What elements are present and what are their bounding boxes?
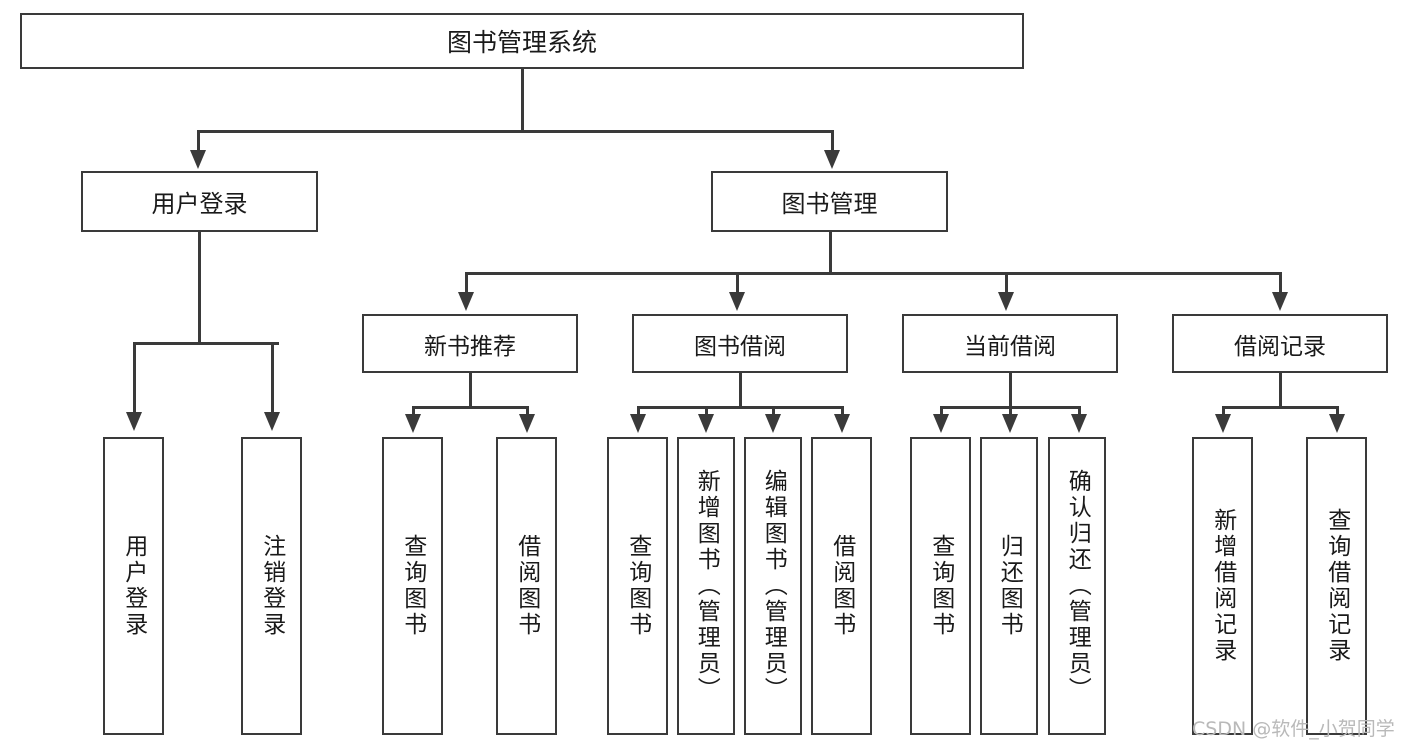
arrowhead-new-book-leaf-2 (519, 414, 535, 433)
arrowhead-to-current-borrow (998, 292, 1014, 311)
connector-current-borrow-leaf-1 (940, 406, 943, 416)
arrowhead-current-borrow-leaf-1 (933, 414, 949, 433)
leaf-borrow-record-query-record[interactable]: 查询借阅记录 (1306, 437, 1367, 735)
leaf-current-borrow-return-book-label: 归还图书 (996, 534, 1023, 638)
node-book-management-label: 图书管理 (781, 190, 878, 218)
connector-book-borrow-leaf-2 (705, 406, 708, 416)
leaf-book-borrow-edit-book-label: 编辑图书（管理员） (760, 469, 787, 703)
connector-root-to-user-login (197, 130, 200, 154)
connector-book-borrow-bus (637, 406, 843, 409)
leaf-borrow-record-query-record-label: 查询借阅记录 (1323, 508, 1350, 664)
connector-book-borrow-leaf-1 (637, 406, 640, 416)
connector-book-borrow-stem (739, 373, 742, 409)
leaf-book-borrow-edit-book[interactable]: 编辑图书（管理员） (744, 437, 802, 735)
connector-borrow-record-stem (1279, 373, 1282, 409)
leaf-user-login-login[interactable]: 用户登录 (103, 437, 164, 735)
connector-book-manage-bus (465, 272, 1281, 275)
connector-current-borrow-leaf-2 (1009, 406, 1012, 416)
connector-borrow-record-leaf-1 (1222, 406, 1225, 416)
connector-user-login-leaf-1 (133, 342, 136, 414)
connector-to-new-book (465, 272, 468, 296)
leaf-book-borrow-borrow-book[interactable]: 借阅图书 (811, 437, 872, 735)
node-book-management[interactable]: 图书管理 (711, 171, 948, 232)
connector-current-borrow-stem (1009, 373, 1012, 409)
connector-current-borrow-leaf-3 (1078, 406, 1081, 416)
arrowhead-book-borrow-leaf-4 (834, 414, 850, 433)
node-root-system-label: 图书管理系统 (446, 28, 597, 57)
connector-root-stem (521, 69, 524, 131)
arrowhead-to-borrow-record (1272, 292, 1288, 311)
leaf-current-borrow-confirm-return-label: 确认归还（管理员） (1064, 469, 1091, 703)
connector-to-borrow-record (1279, 272, 1282, 296)
connector-borrow-record-leaf-2 (1336, 406, 1339, 416)
leaf-new-book-query-book-label: 查询图书 (399, 534, 426, 638)
connector-user-login-bus (133, 342, 279, 345)
connector-user-login-stem (198, 232, 201, 344)
arrowhead-to-book-borrow (729, 292, 745, 311)
connector-root-to-book-manage (831, 130, 834, 154)
node-current-borrow-label: 当前借阅 (964, 333, 1056, 360)
arrowhead-new-book-leaf-1 (405, 414, 421, 433)
leaf-user-login-login-label: 用户登录 (120, 534, 147, 638)
arrowhead-book-borrow-leaf-2 (698, 414, 714, 433)
arrowhead-book-borrow-leaf-3 (765, 414, 781, 433)
leaf-borrow-record-add-record-label: 新增借阅记录 (1209, 508, 1236, 664)
node-book-borrow[interactable]: 图书借阅 (632, 314, 848, 373)
node-borrow-record[interactable]: 借阅记录 (1172, 314, 1388, 373)
arrowhead-to-user-login (190, 150, 206, 169)
leaf-current-borrow-query-book-label: 查询图书 (927, 534, 954, 638)
node-user-login[interactable]: 用户登录 (81, 171, 318, 232)
node-user-login-label: 用户登录 (151, 190, 248, 218)
node-new-book-recommend[interactable]: 新书推荐 (362, 314, 578, 373)
leaf-new-book-query-book[interactable]: 查询图书 (382, 437, 443, 735)
connector-user-login-leaf-2 (271, 342, 274, 414)
connector-borrow-record-bus (1222, 406, 1338, 409)
arrowhead-to-new-book (458, 292, 474, 311)
leaf-current-borrow-return-book[interactable]: 归还图书 (980, 437, 1038, 735)
leaf-book-borrow-borrow-book-label: 借阅图书 (828, 534, 855, 638)
connector-to-current-borrow (1005, 272, 1008, 296)
connector-book-borrow-leaf-4 (841, 406, 844, 416)
connector-new-book-leaf-2 (526, 406, 529, 416)
arrowhead-book-borrow-leaf-1 (630, 414, 646, 433)
connector-new-book-bus (412, 406, 528, 409)
leaf-book-borrow-query-book[interactable]: 查询图书 (607, 437, 668, 735)
leaf-borrow-record-add-record[interactable]: 新增借阅记录 (1192, 437, 1253, 735)
arrowhead-borrow-record-leaf-1 (1215, 414, 1231, 433)
leaf-new-book-borrow-book[interactable]: 借阅图书 (496, 437, 557, 735)
leaf-user-login-logout[interactable]: 注销登录 (241, 437, 302, 735)
connector-book-manage-stem (829, 232, 832, 274)
leaf-current-borrow-confirm-return[interactable]: 确认归还（管理员） (1048, 437, 1106, 735)
arrowhead-borrow-record-leaf-2 (1329, 414, 1345, 433)
arrowhead-to-book-manage (824, 150, 840, 169)
leaf-new-book-borrow-book-label: 借阅图书 (513, 534, 540, 638)
node-new-book-recommend-label: 新书推荐 (424, 333, 516, 360)
arrowhead-current-borrow-leaf-2 (1002, 414, 1018, 433)
arrowhead-user-login-leaf-1 (126, 412, 142, 431)
arrowhead-current-borrow-leaf-3 (1071, 414, 1087, 433)
leaf-book-borrow-add-book-label: 新增图书（管理员） (693, 469, 720, 703)
node-borrow-record-label: 借阅记录 (1234, 333, 1326, 360)
arrowhead-user-login-leaf-2 (264, 412, 280, 431)
leaf-book-borrow-add-book[interactable]: 新增图书（管理员） (677, 437, 735, 735)
leaf-current-borrow-query-book[interactable]: 查询图书 (910, 437, 971, 735)
leaf-user-login-logout-label: 注销登录 (258, 534, 285, 638)
node-book-borrow-label: 图书借阅 (694, 333, 786, 360)
connector-new-book-stem (469, 373, 472, 409)
node-root-system[interactable]: 图书管理系统 (20, 13, 1024, 69)
connector-book-borrow-leaf-3 (772, 406, 775, 416)
leaf-book-borrow-query-book-label: 查询图书 (624, 534, 651, 638)
connector-root-bus (197, 130, 834, 133)
node-current-borrow[interactable]: 当前借阅 (902, 314, 1118, 373)
connector-to-book-borrow (736, 272, 739, 296)
connector-new-book-leaf-1 (412, 406, 415, 416)
